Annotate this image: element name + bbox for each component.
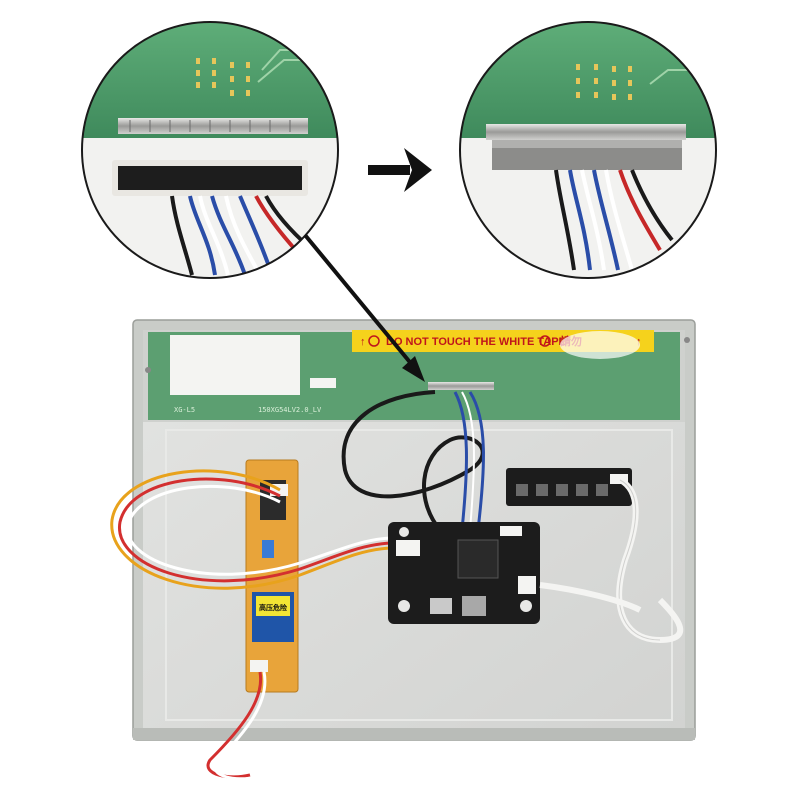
inverter-label: 高压危险 xyxy=(259,603,288,612)
zoom-circle-before xyxy=(81,21,339,279)
panel-side-label: XG-L5 xyxy=(174,406,195,414)
zoom-circle-after xyxy=(459,21,717,279)
inverter-wires xyxy=(110,469,391,590)
zoom-pointer-arrow xyxy=(303,233,425,382)
keypad-cable xyxy=(539,477,684,644)
backlight-wires xyxy=(206,671,267,781)
panel-model-label: 150XG54LV2.0_LV xyxy=(258,406,322,414)
right-arrow-icon xyxy=(368,148,432,192)
lvds-cable xyxy=(341,390,485,532)
keypad-board xyxy=(506,468,632,506)
warning-tape-text: DO NOT TOUCH THE WHITE TAPE xyxy=(386,336,566,348)
warning-arrow-left: ↑ xyxy=(360,336,366,348)
controller-board xyxy=(388,522,540,624)
